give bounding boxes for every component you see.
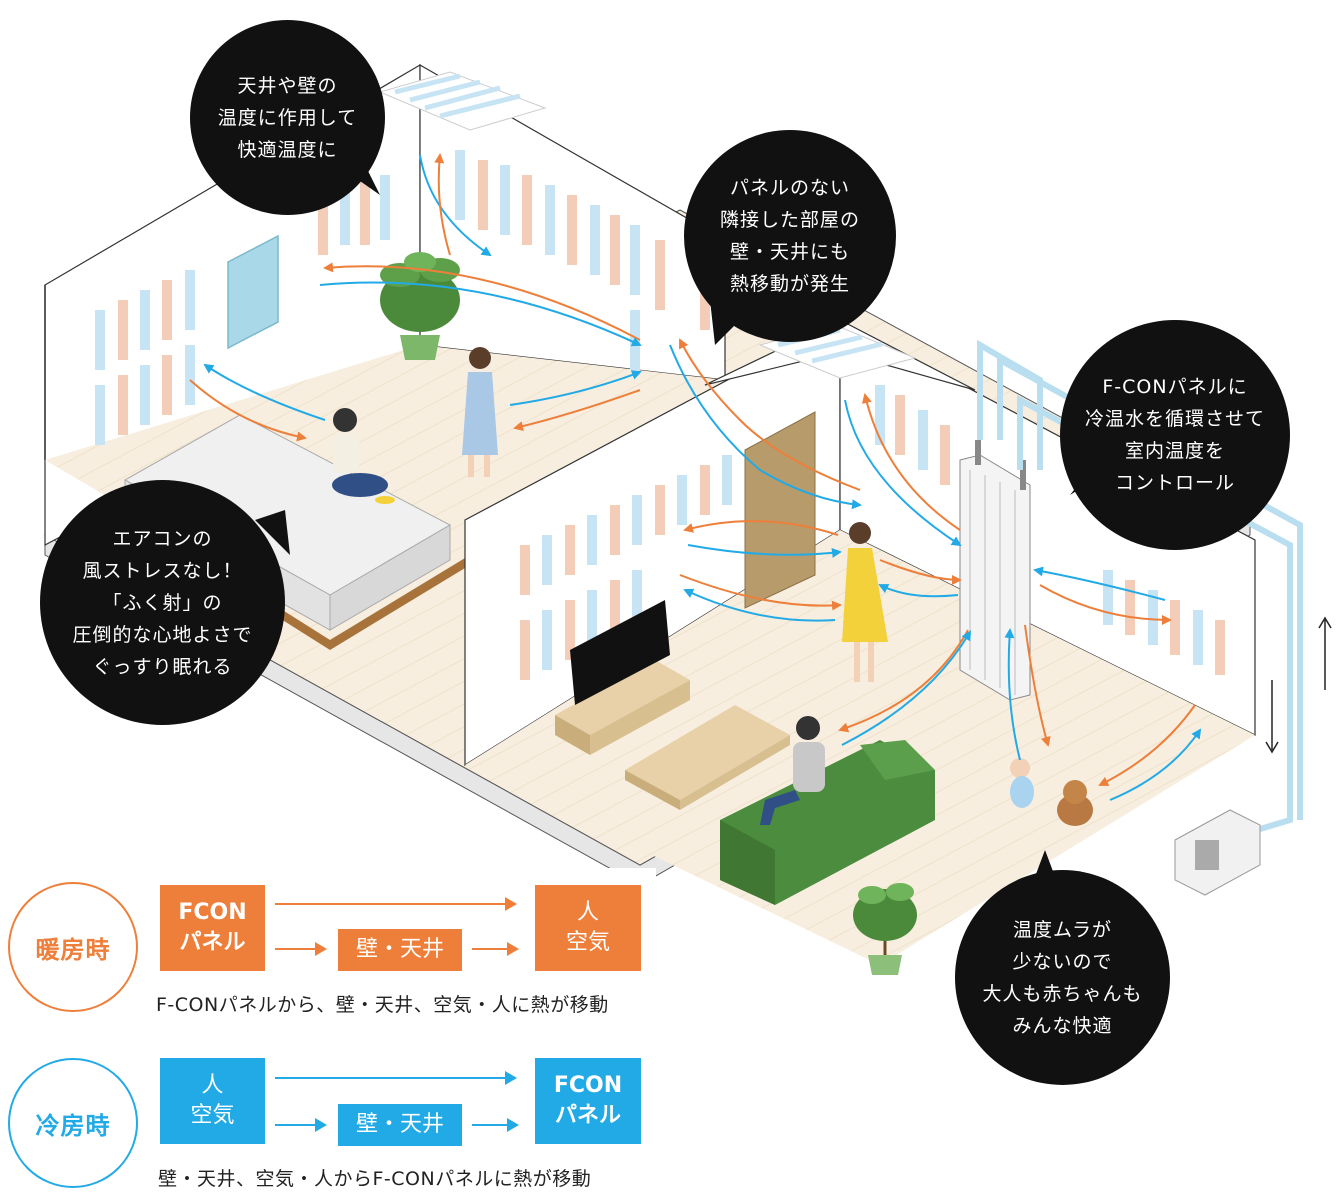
cooling-direct-arrow xyxy=(275,1071,517,1085)
bubble-temperature: 温度ムラが 少ないので 大人も赤ちゃんも みんな快適 xyxy=(955,870,1170,1085)
bubble-ceiling-wall: 天井や壁の 温度に作用して 快適温度に xyxy=(190,20,385,215)
bubble-text: 隣接した部屋の xyxy=(719,209,860,231)
box-text: 人 xyxy=(576,900,599,925)
cooling-middle-box: 壁・天井 xyxy=(338,1104,462,1146)
box-text: 人 xyxy=(201,1073,224,1098)
baby xyxy=(1010,758,1034,808)
heat-flow-arrows xyxy=(189,153,1202,801)
bubble-text: ぐっすり眠れる xyxy=(92,655,233,678)
bubble-text: 天井や壁の xyxy=(237,74,338,97)
heating-direct-arrow xyxy=(275,897,517,911)
coffee-table xyxy=(625,705,790,810)
bubble-text: 圧倒的な心地よさで xyxy=(72,623,253,646)
tv-stand xyxy=(555,660,690,755)
bubble-text: 風ストレスなし！ xyxy=(82,559,243,582)
cooling-source-box: 人 空気 xyxy=(160,1058,265,1144)
mode-text: 暖房時 xyxy=(35,935,111,964)
cooling-caption: 壁・天井、空気・人からF-CONパネルに熱が移動 xyxy=(158,1168,592,1190)
bubble-text: みんな快適 xyxy=(1012,1014,1113,1037)
cooling-arrow-to-target xyxy=(472,1118,519,1132)
heat-source-unit xyxy=(1174,809,1261,896)
bubble-air-conditioner: エアコンの 風ストレスなし！ 「ふく射」の 圧倒的な心地よさで ぐっすり眠れる xyxy=(40,480,285,725)
box-text: FCON xyxy=(553,1073,623,1098)
television xyxy=(570,600,670,705)
bubble-text: 少ないので xyxy=(1012,950,1113,973)
dog xyxy=(1057,780,1093,826)
bedroom-ceiling-panel xyxy=(378,71,547,131)
bubble-text: F-CONパネルに xyxy=(1102,376,1248,398)
bubble-text: コントロール xyxy=(1114,472,1235,494)
box-text: 空気 xyxy=(190,1103,235,1128)
bedroom-window xyxy=(227,234,279,350)
bubble-text: 壁・天井にも xyxy=(729,241,850,263)
mode-text: 冷房時 xyxy=(35,1111,111,1140)
cooling-arrow-to-wall xyxy=(275,1118,327,1132)
fcon-radiator-panel xyxy=(959,440,1031,701)
bubble-text: エアコンの xyxy=(112,527,213,550)
person-sitting-on-bed xyxy=(332,408,395,504)
woman-standing-bedroom xyxy=(462,347,498,477)
bubble-text: パネルのない xyxy=(729,177,850,199)
bubble-text: 大人も赤ちゃんも xyxy=(982,982,1143,1005)
cooling-target-box: FCON パネル xyxy=(535,1058,641,1144)
bubble-text: 冷温水を循環させて xyxy=(1084,408,1265,430)
box-text: パネル xyxy=(554,1103,621,1128)
heating-arrow-to-wall xyxy=(275,942,327,956)
bubble-text: 室内温度を xyxy=(1124,440,1225,462)
bubble-text: 快適温度に xyxy=(237,138,338,161)
mode-heating-label: 暖房時 xyxy=(8,882,138,1012)
bubble-text: 熱移動が発生 xyxy=(729,273,850,295)
box-text: パネル xyxy=(179,930,246,955)
man-on-sofa xyxy=(760,716,825,825)
woman-in-yellow-dress xyxy=(842,522,888,682)
heating-source-box: FCON パネル xyxy=(160,885,265,971)
living-room-floor xyxy=(465,530,1255,965)
heating-caption: F-CONパネルから、壁・天井、空気・人に熱が移動 xyxy=(156,994,609,1016)
front-plant xyxy=(853,883,917,975)
bubble-adjacent-room: パネルのない 隣接した部屋の 壁・天井にも 熱移動が発生 xyxy=(684,130,896,342)
heating-target-box: 人 空気 xyxy=(535,885,641,971)
box-text: 壁・天井 xyxy=(355,937,444,962)
heating-middle-box: 壁・天井 xyxy=(338,929,462,971)
sofa xyxy=(720,740,935,905)
box-text: FCON xyxy=(178,900,247,925)
bubble-text: 「ふく射」の xyxy=(102,591,223,614)
bubble-text: 温度ムラが xyxy=(1012,918,1113,941)
flow-direction-arrows xyxy=(1265,616,1332,754)
living-room-wall-panels xyxy=(520,385,1225,680)
mode-cooling-label: 冷房時 xyxy=(8,1058,138,1188)
bubble-fcon-panel: F-CONパネルに 冷温水を循環させて 室内温度を コントロール xyxy=(1060,320,1290,550)
box-text: 空気 xyxy=(565,930,610,955)
heating-arrow-to-target xyxy=(472,942,519,956)
bubble-text: 温度に作用して xyxy=(217,106,358,129)
box-text: 壁・天井 xyxy=(355,1112,444,1137)
